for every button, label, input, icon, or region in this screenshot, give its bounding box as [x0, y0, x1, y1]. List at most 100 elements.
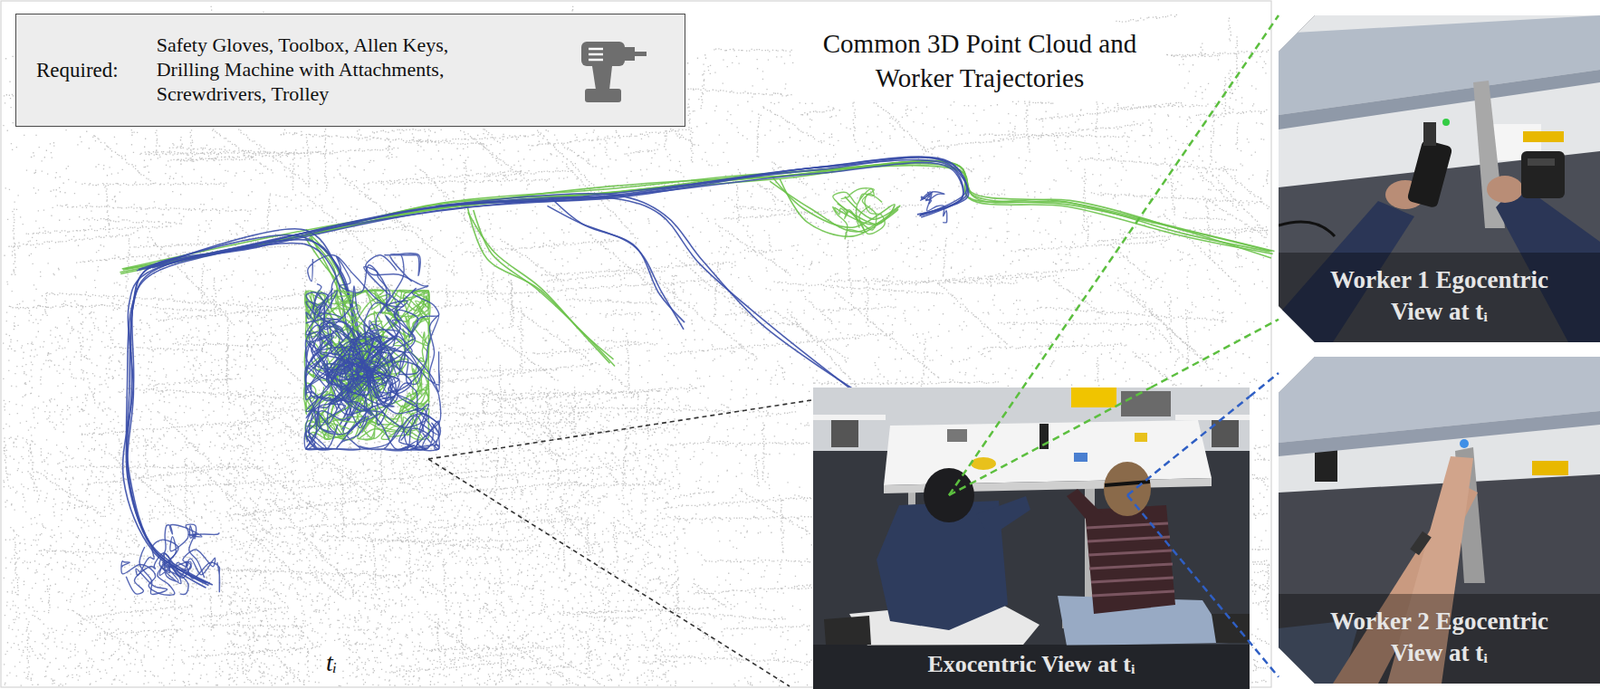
egocentric-photo [1486, 175, 1524, 203]
requirements-box: Required: Safety Gloves, Toolbox, Allen K… [15, 13, 686, 127]
view-ray [1127, 396, 1250, 496]
egocentric-photo [1278, 69, 1600, 130]
view-ray [1127, 495, 1279, 678]
egocentric-photo [1278, 356, 1600, 684]
egocentric-photo [1278, 411, 1600, 457]
exocentric-photo [1175, 414, 1250, 421]
photo-panel: Worker 2 Egocentric View at tᵢ [1278, 356, 1600, 684]
worker-trajectory [159, 554, 182, 585]
exocentric-photo [1089, 564, 1173, 569]
worker-trajectory [122, 161, 1274, 269]
egocentric-photo [1278, 221, 1335, 237]
worker-trajectory [468, 211, 614, 359]
egocentric-photo [1423, 122, 1437, 146]
drill-icon [634, 51, 647, 57]
worker-trajectory [364, 255, 440, 374]
worker-trajectory [319, 347, 440, 451]
exocentric-photo [1086, 523, 1169, 528]
exocentric-photo [1084, 505, 1176, 614]
egocentric-photo [1532, 460, 1569, 476]
worker-trajectory [467, 207, 610, 364]
egocentric-photo [1523, 131, 1564, 143]
worker-trajectory [473, 210, 615, 366]
worker-trajectory [120, 165, 1275, 275]
egocentric-photo [1407, 139, 1454, 209]
exocentric-photo [813, 387, 1250, 689]
exocentric-photo [1103, 461, 1151, 517]
worker-trajectory [124, 161, 1272, 269]
worker-trajectory [920, 191, 945, 205]
egocentric-photo [1278, 594, 1600, 684]
exocentric-photo [1091, 577, 1174, 583]
exocentric-photo [831, 420, 859, 448]
requirements-list: Safety Gloves, Toolbox, Allen Keys, Dril… [156, 33, 479, 106]
egocentric-photo [1278, 15, 1600, 343]
exocentric-photo [1066, 488, 1103, 524]
worker-trajectory [552, 199, 685, 323]
view-ray [948, 387, 1151, 496]
egocentric-photo [1409, 531, 1432, 556]
exocentric-photo [1211, 420, 1239, 448]
exocentric-photo [1104, 481, 1150, 486]
exocentric-photo [1120, 391, 1171, 417]
drill-icon [575, 32, 649, 107]
drill-icon [592, 66, 613, 90]
exocentric-photo [813, 387, 1250, 689]
view-connector [1249, 373, 1279, 397]
egocentric-photo [1521, 151, 1565, 199]
time-label: tᵢ [325, 646, 337, 680]
worker-trajectory [779, 179, 899, 237]
egocentric-photo [1278, 356, 1600, 684]
worker-trajectory [833, 188, 874, 228]
exocentric-photo [1073, 452, 1088, 462]
view-ray [948, 15, 1279, 678]
exocentric-photo [1088, 550, 1172, 556]
egocentric-photo [1278, 356, 1600, 684]
drill-icon [581, 41, 625, 67]
drill-icon [588, 53, 604, 57]
exocentric-photo [970, 457, 997, 470]
egocentric-photo [1278, 15, 1600, 343]
exocentric-photo [813, 644, 1250, 689]
exocentric-photo [1211, 613, 1250, 643]
view-caption: Worker 2 Egocentric View at tᵢ [1312, 605, 1567, 670]
zoom-leader-line [428, 459, 790, 687]
egocentric-photo [1278, 356, 1600, 493]
drill-icon [624, 47, 635, 61]
exocentric-photo [823, 615, 872, 645]
exocentric-photo [947, 429, 968, 442]
worker-trajectory [135, 539, 179, 595]
zoom-leader-line [428, 400, 812, 460]
drill-icon [588, 47, 604, 51]
exocentric-photo [1134, 432, 1148, 442]
exocentric-photo [976, 496, 1031, 537]
egocentric-photo [1278, 252, 1600, 343]
egocentric-photo [1459, 439, 1469, 449]
view-connector [1150, 319, 1279, 388]
exocentric-photo [1092, 591, 1175, 596]
worker-trajectory [438, 193, 856, 392]
exocentric-photo [813, 387, 1250, 689]
egocentric-photo [1278, 15, 1600, 343]
figure-heading: Common 3D Point Cloud and Worker Traject… [798, 27, 1161, 96]
exocentric-photo [1086, 523, 1175, 596]
worker-trajectory [844, 193, 886, 235]
drill-icon [588, 58, 604, 62]
exocentric-photo [1087, 536, 1170, 542]
exocentric-photo [1071, 387, 1117, 408]
worker-trajectory [546, 205, 684, 330]
view-caption: Worker 1 Egocentric View at tᵢ [1312, 264, 1567, 328]
worker-trajectory [436, 197, 854, 392]
photo-panel: Worker 1 Egocentric View at tᵢ [1278, 15, 1600, 343]
egocentric-photo [1527, 158, 1555, 166]
view-caption: Exocentric View at tᵢ [927, 649, 1135, 681]
requirements-heading: Required: [36, 58, 119, 83]
photo-panel: Exocentric View at tᵢ [813, 387, 1250, 689]
worker-trajectory [325, 347, 439, 450]
egocentric-photo [1442, 118, 1450, 126]
worker-trajectory [168, 524, 205, 578]
worker-trajectory [119, 160, 1270, 272]
drill-icon [584, 88, 622, 103]
exocentric-photo [813, 414, 886, 421]
